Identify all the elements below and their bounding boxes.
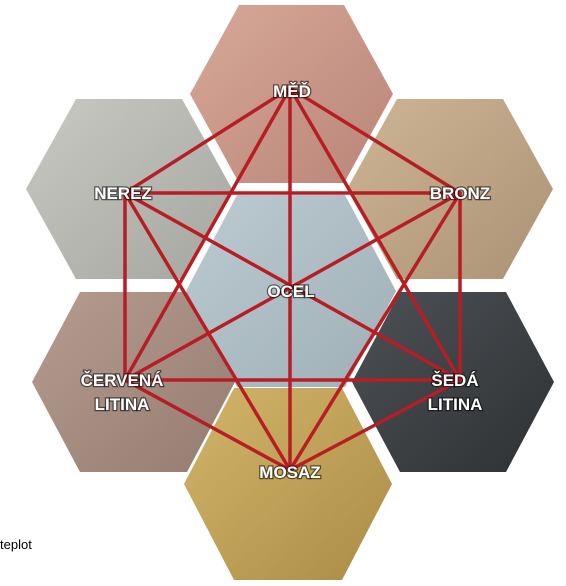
label-cervena-litina-line1: ČERVENÁ	[81, 371, 164, 390]
label-ocel: OCEL	[267, 282, 314, 301]
label-bronz: BRONZ	[430, 184, 490, 203]
side-note-text: teplot	[0, 537, 32, 552]
label-seda-litina-line1: ŠEDÁ	[431, 371, 478, 390]
label-cervena-litina-line2: LITINA	[95, 395, 150, 414]
label-nerez: NEREZ	[94, 184, 152, 203]
label-mosaz: MOSAZ	[259, 463, 320, 482]
label-med: MĚĎ	[273, 82, 311, 101]
label-seda-litina-line2: LITINA	[428, 395, 483, 414]
